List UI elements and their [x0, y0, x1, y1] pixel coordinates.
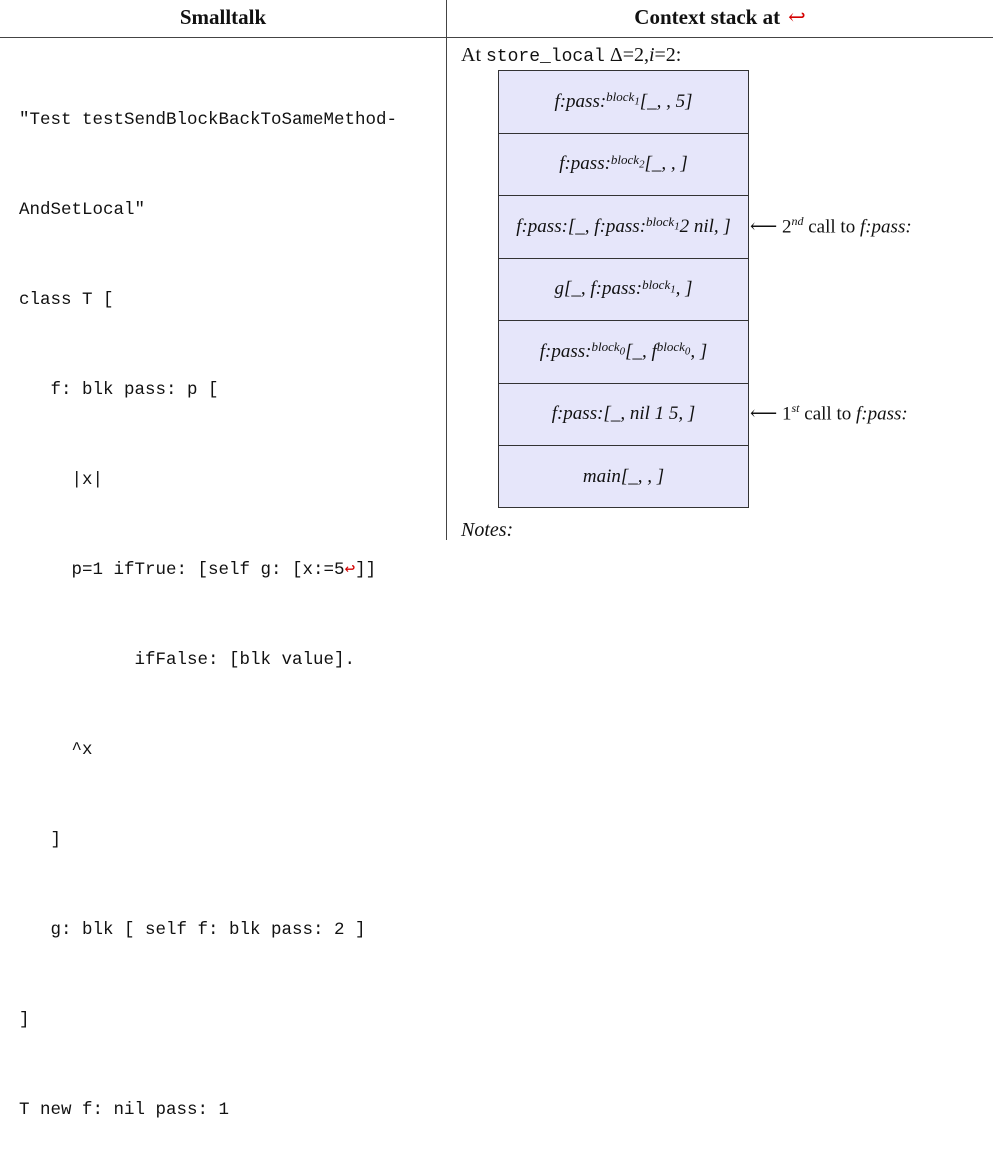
frame-sub: 0: [684, 346, 691, 359]
code-line: g: blk [ self f: blk pass: 2 ]: [19, 920, 366, 940]
frame-text: f:pass:: [539, 340, 592, 362]
call-ordinal: 2: [782, 216, 792, 238]
frame-sup: block: [646, 214, 675, 230]
stack-frame: f:pass:[_, nil 1 5, ]: [499, 384, 748, 446]
code-line-tail: ]]: [355, 560, 377, 580]
frame-sup: block: [591, 339, 620, 355]
frame-sup: block: [642, 276, 671, 292]
i-variable: i: [648, 44, 655, 66]
call-ordinal-suffix: st: [791, 401, 800, 415]
frame-text: [: [639, 90, 648, 112]
code-line: ]: [19, 830, 62, 850]
frame-text: [: [644, 153, 652, 175]
stack-frame: g[_, f:pass:block1, ]: [499, 259, 748, 321]
column-divider: [446, 0, 447, 540]
code-line: ifFalse: [blk value].: [19, 650, 356, 670]
frame-sub: 2: [639, 158, 645, 171]
frame-sup: block: [610, 151, 640, 167]
code-line: |x|: [19, 470, 104, 490]
header-rule: [0, 37, 993, 38]
code-line: ^x: [19, 740, 93, 760]
frame-text: f:pass:[_, f:pass:: [516, 215, 647, 237]
frame-text: g[_, f:pass:: [554, 278, 643, 300]
call-ordinal-suffix: nd: [791, 214, 804, 228]
frame-text: , ]: [690, 340, 708, 362]
stack-frame: f:pass:[_, f:pass:block1 2 nil, ]: [499, 196, 748, 259]
code-line-text: p=1 ifTrue: [self g: [x:=5: [19, 560, 345, 580]
stack-frame: main[_, , ]: [499, 446, 748, 509]
stack-frame: f:pass:block1[_, , 5]: [499, 71, 748, 134]
code-line: ]: [19, 1010, 30, 1030]
second-call-annotation: ⟵ 2nd call to f:pass:: [750, 214, 912, 238]
return-arrow-icon: ↩: [344, 560, 356, 580]
code-line: "Test testSendBlockBackToSameMethod-: [19, 110, 398, 130]
call-text: call to: [803, 216, 860, 238]
call-function: f:pass:: [855, 403, 908, 425]
code-line-with-marker: p=1 ifTrue: [self g: [x:=5↩]]: [19, 555, 397, 585]
frame-text: , ]: [675, 278, 693, 300]
i-value: =2:: [654, 44, 682, 66]
at-instruction-line: At store_local Δ=2,i=2:: [461, 44, 681, 67]
smalltalk-column-header: Smalltalk: [179, 5, 267, 29]
frame-sub: 0: [619, 346, 626, 359]
frame-text: 2 nil, ]: [679, 215, 731, 237]
frame-args: _, , 5]: [647, 90, 693, 112]
frame-sub: 1: [670, 283, 676, 296]
first-call-annotation: ⟵ 1st call to f:pass:: [750, 401, 908, 425]
call-ordinal: 1: [782, 403, 792, 425]
frame-sup: block: [656, 339, 685, 355]
frame-text: f:pass:: [559, 153, 611, 175]
return-arrow-icon: ↩: [788, 5, 806, 29]
code-line: class T [: [19, 290, 114, 310]
frame-text: f:pass:: [554, 90, 607, 112]
context-stack: f:pass:block1[_, , 5] f:pass:block2[_, ,…: [498, 70, 749, 508]
call-function: f:pass:: [859, 216, 912, 238]
context-stack-header-text: Context stack at: [634, 5, 781, 29]
smalltalk-code-block: "Test testSendBlockBackToSameMethod- And…: [19, 45, 397, 1155]
code-line: T new f: nil pass: 1: [19, 1100, 230, 1120]
call-text: call to: [799, 403, 856, 425]
frame-sub: 1: [634, 96, 640, 109]
frame-sup: block: [606, 89, 635, 105]
frame-text: main[_, , ]: [582, 466, 665, 488]
frame-text: f:pass:[_, nil 1 5, ]: [551, 403, 696, 425]
notes-label: Notes:: [461, 519, 514, 541]
frame-args: _, , ]: [651, 153, 688, 175]
instruction-name: store_local: [486, 47, 605, 67]
frame-sub: 1: [674, 221, 680, 234]
stack-frame: f:pass:block2[_, , ]: [499, 134, 748, 196]
at-prefix: At: [461, 44, 486, 66]
code-line: AndSetLocal": [19, 200, 146, 220]
frame-text: [_, f: [625, 340, 657, 362]
delta-value: Δ=2,: [609, 44, 649, 66]
code-line: f: blk pass: p [: [19, 380, 219, 400]
context-stack-column-header: Context stack at ↩: [447, 5, 993, 30]
